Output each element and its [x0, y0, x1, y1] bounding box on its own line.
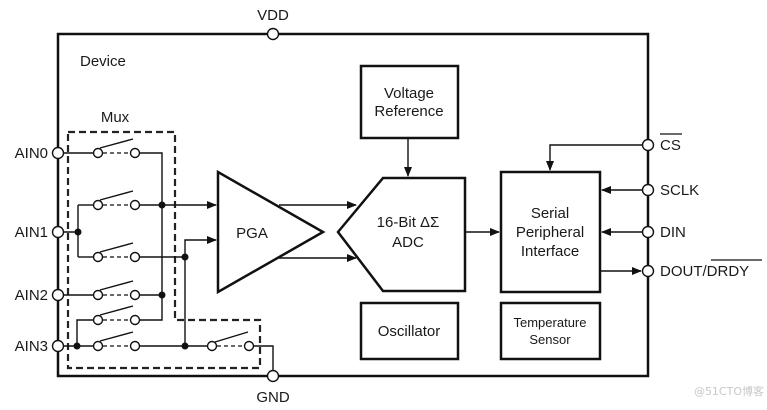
dout-label: DOUT/DRDY — [660, 263, 749, 280]
vdd-label: VDD — [257, 7, 289, 24]
spi-label-line3: Interface — [521, 243, 579, 260]
ain1-label: AIN1 — [15, 224, 48, 241]
ain0-label: AIN0 — [15, 145, 48, 162]
switch-ain1-pos — [58, 190, 162, 257]
temperature-sensor-block — [499, 301, 602, 361]
switch-ain1-neg — [78, 242, 185, 263]
adc-block — [336, 176, 467, 293]
switch-ain2-pos — [58, 280, 162, 301]
ain3-label: AIN3 — [15, 338, 48, 355]
switch-ain3-pos — [76, 295, 163, 346]
gnd-label: GND — [256, 389, 290, 406]
dout-text: DOUT/ — [660, 263, 707, 280]
switch-ain3-neg — [58, 331, 208, 352]
spi-block — [499, 170, 602, 294]
switch-gnd — [206, 331, 274, 370]
vdd-pin — [266, 27, 280, 41]
spi-label-line2: Peripheral — [516, 224, 584, 241]
watermark: @51CTO博客 — [694, 384, 764, 398]
ain3-pin — [51, 339, 65, 353]
oscillator-block — [359, 301, 460, 361]
cs-pin — [641, 138, 655, 152]
din-label: DIN — [660, 224, 686, 241]
adc-label-line1: 16-Bit ΔΣ — [377, 214, 440, 231]
sclk-pin — [641, 183, 655, 197]
spi-label-line1: Serial — [531, 205, 569, 222]
ain0-pin — [51, 146, 65, 160]
ain2-pin — [51, 288, 65, 302]
adc-label-line2: ADC — [392, 234, 424, 251]
cs-label: CS — [660, 137, 681, 154]
pga-label: PGA — [236, 225, 268, 242]
pga-input-wires — [158, 201, 217, 350]
device-outline — [56, 32, 650, 378]
voltage-reference-block — [359, 64, 460, 140]
din-pin — [641, 225, 655, 239]
gnd-pin — [266, 369, 280, 383]
pga-to-adc-wires — [279, 201, 357, 262]
temp-label-line2: Sensor — [529, 332, 571, 347]
pga-block — [216, 169, 326, 295]
mux-boundary — [66, 130, 262, 370]
switch-ain0-pos — [58, 138, 163, 295]
temp-label-line1: Temperature — [514, 315, 587, 330]
dout-pin — [641, 264, 655, 278]
mux-label: Mux — [101, 109, 130, 126]
ain2-label: AIN2 — [15, 287, 48, 304]
drdy-text: DRDY — [707, 263, 750, 280]
ain1-pin — [51, 225, 65, 239]
cs-wire — [546, 144, 643, 171]
vref-label-line1: Voltage — [384, 85, 434, 102]
vref-label-line2: Reference — [374, 103, 443, 120]
sclk-label: SCLK — [660, 182, 699, 199]
oscillator-label: Oscillator — [378, 323, 441, 340]
device-label: Device — [80, 53, 126, 70]
